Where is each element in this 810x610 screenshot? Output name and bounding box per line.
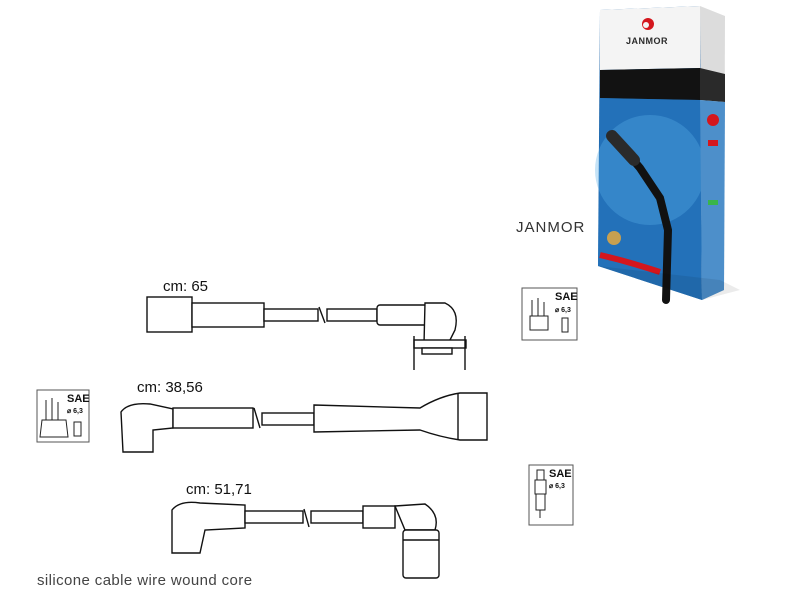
- sae-badge-2: [36, 389, 90, 443]
- cable-3-length: cm: 51,71: [186, 481, 252, 498]
- product-description: silicone cable wire wound core: [37, 572, 253, 589]
- sae-diameter-3: ⌀ 6,3: [549, 483, 565, 490]
- spark-plug-icon: [534, 469, 547, 518]
- sae-diameter-2: ⌀ 6,3: [67, 408, 83, 415]
- sae-badge-3: [528, 464, 574, 526]
- cable-2-length: cm: 38,56: [137, 379, 203, 396]
- distributor-cap-icon: [39, 398, 82, 438]
- sae-label-1: SAE: [555, 291, 578, 303]
- cable-1-length: cm: 65: [163, 278, 209, 295]
- sae-badge-1: [521, 287, 578, 341]
- product-box: [595, 6, 740, 304]
- cable-1: [146, 296, 467, 370]
- sae-diameter-1: ⌀ 6,3: [555, 307, 571, 314]
- cable-2: [120, 392, 488, 453]
- brand-name: JANMOR: [516, 219, 586, 236]
- box-brand-logo: JANMOR: [626, 36, 669, 46]
- cable-3: [171, 501, 440, 579]
- distributor-cap-icon: [529, 298, 569, 333]
- box-logo-icon: [642, 18, 654, 30]
- sae-label-2: SAE: [67, 393, 90, 405]
- sae-label-3: SAE: [549, 468, 572, 480]
